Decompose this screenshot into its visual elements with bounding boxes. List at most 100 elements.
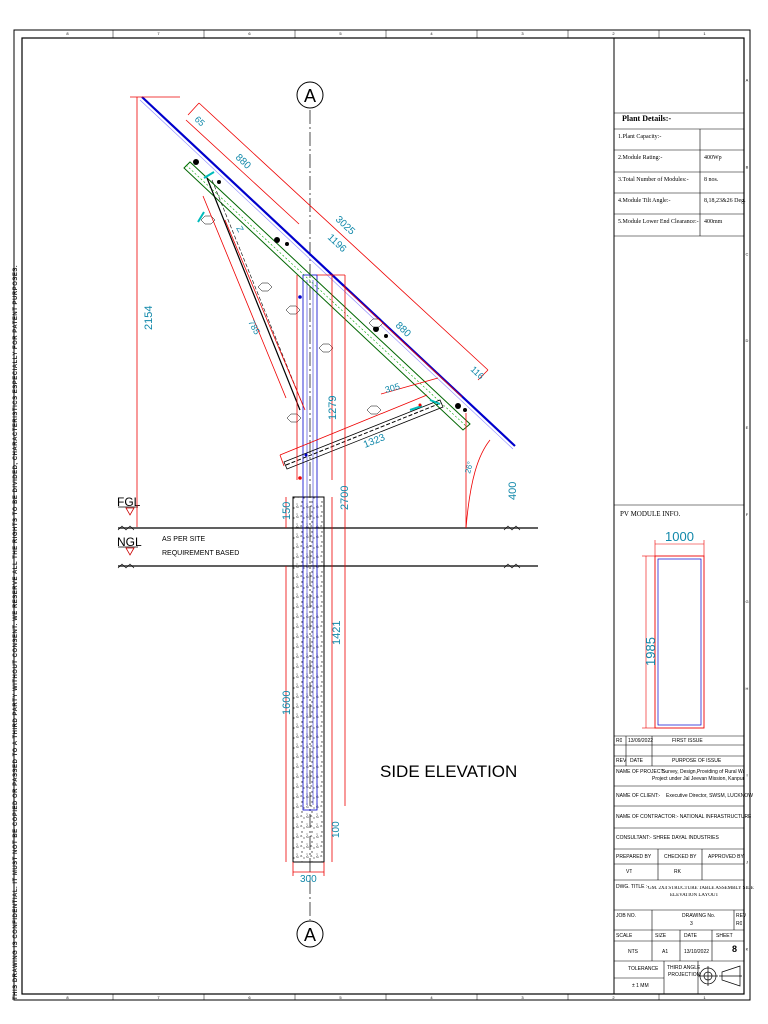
confidentiality-text: THIS DRAWING IS CONFIDENTIAL. IT MUST NO… [13,264,19,1000]
approved-label: APPROVED BY [708,854,744,860]
row-letter: G [745,599,748,604]
size-value: A1 [662,949,669,955]
dimension-lines [130,96,491,876]
column-number: 3 [521,31,524,36]
pv-width-dim: 1000 [665,529,694,544]
pv-height-dim: 1985 [643,637,658,666]
row-letter: D [746,338,749,343]
section-marker-top-label: A [304,86,316,106]
row-letter: H [746,686,749,691]
fgl-marker [125,507,135,516]
column-number: 5 [339,995,342,1000]
projection-symbol [698,965,742,987]
bolt-tags [200,215,384,423]
dim-880-top: 880 [233,152,253,172]
drawing-title: SIDE ELEVATION [380,762,517,781]
scale-label: SCALE [616,933,633,939]
column-number: 4 [430,31,433,36]
ngl-label: NGL [117,535,142,549]
dim-1421: 1421 [331,621,343,645]
dim-305: 305 [384,381,401,395]
dim-65: 65 [193,114,207,128]
hdr-purpose: PURPOSE OF ISSUE [672,758,722,764]
plant-row-value: 8,18,23&26 Deg. [704,198,746,204]
pv-module-frame [614,504,744,737]
title-block-grid [614,736,744,994]
sheet-value: 8 [732,944,738,954]
plant-row-value: 8 nos. [704,177,719,183]
column-number: 8 [66,995,69,1000]
section-marker-top [296,81,324,109]
column-number: 5 [339,31,342,36]
confidentiality-note: THIS DRAWING IS CONFIDENTIAL. IT MUST NO… [0,30,19,1000]
client-label: NAME OF CLIENT:- [616,793,661,799]
tolerance-value: ± 1 MM [632,983,649,989]
client-value: Executive Director, SWSM, LUCKNOW [666,793,753,799]
contractor: NAME OF CONTRACTOR:- NATIONAL INFRASTRUC… [616,814,752,820]
module-clamps [193,159,467,412]
ngl-marker [125,547,135,556]
site-note-2: REQUIREMENT BASED [162,550,239,557]
diagonal-brace [206,177,301,411]
rev-date: 13/09/2022 [628,738,654,744]
projection-line2: PROJECTION [668,972,701,978]
pv-module-title: PV MODULE INFO. [620,510,681,518]
column-number: 7 [157,31,160,36]
date-label: DATE [684,933,697,939]
dim-2700: 2700 [339,486,351,510]
site-note-1: AS PER SITE [162,536,206,543]
fgl-label: FGL [117,495,141,509]
project-label: NAME OF PROJECT:- [616,769,667,775]
dim-1279: 1279 [327,396,339,420]
plant-row-value: 400Wp [704,155,722,161]
plant-row-value: 400mm [704,219,723,225]
rev-value: R0 [616,738,623,744]
concrete-foundation [292,496,325,863]
tilt-angle: 26° [463,460,475,474]
row-letter: E [746,425,749,430]
section-marker-bottom [296,920,324,948]
dwg-title-line2: ELEVATION LAYOUT [670,893,719,898]
project-line1: Survey, Design,Providing of Rural Water … [662,769,744,775]
plant-details-title: Plant Details:- [622,114,672,123]
dwg-title-line1: GM. 2X4 STRUCTURE TABLE ASSEMBLY SIDE [648,886,754,891]
prepared-value: VT [626,869,633,875]
module-top-line [141,96,516,447]
column-number: 1 [703,995,706,1000]
plant-details-table [614,112,744,237]
steel-column [302,274,318,811]
tolerance-label: TOLERANCE [628,966,659,972]
dim-116: 116 [469,364,486,381]
hdr-rev: REV [616,758,627,764]
brackets [197,171,441,411]
row-letter: C [746,251,749,256]
column-number: 8 [66,31,69,36]
column-number: 4 [430,995,433,1000]
projection-line1: THIRD ANGLE [667,965,701,971]
inner-border [21,37,745,995]
dim-1196: 1196 [325,232,349,255]
column-number: 7 [157,995,160,1000]
rev-label: REV [736,913,747,919]
plant-row-label: 4.Module Tilt Angle:- [618,198,671,204]
plant-row-label: 3.Total Number of Modules:- [618,177,689,183]
outer-border [13,29,751,1001]
dim-880-bottom: 880 [393,320,413,340]
checked-label: CHECKED BY [664,854,697,860]
prepared-label: PREPARED BY [616,854,652,860]
column-number: 3 [521,995,524,1000]
dim-100: 100 [331,821,342,838]
plant-row-label: 1.Plant Capacity:- [618,134,662,140]
plant-row-label: 2.Module Rating:- [618,155,663,161]
dim-1600: 1600 [281,691,293,715]
column-number: 6 [248,31,251,36]
checked-value: RK [674,869,681,875]
row-letter: F [746,512,749,517]
column-number: 2 [612,31,615,36]
node-markers [298,295,422,480]
dim-3025: 3025 [333,214,357,238]
size-label: SIZE [655,933,667,939]
dim-z: Z [234,224,246,234]
hdr-date: DATE [630,758,643,764]
